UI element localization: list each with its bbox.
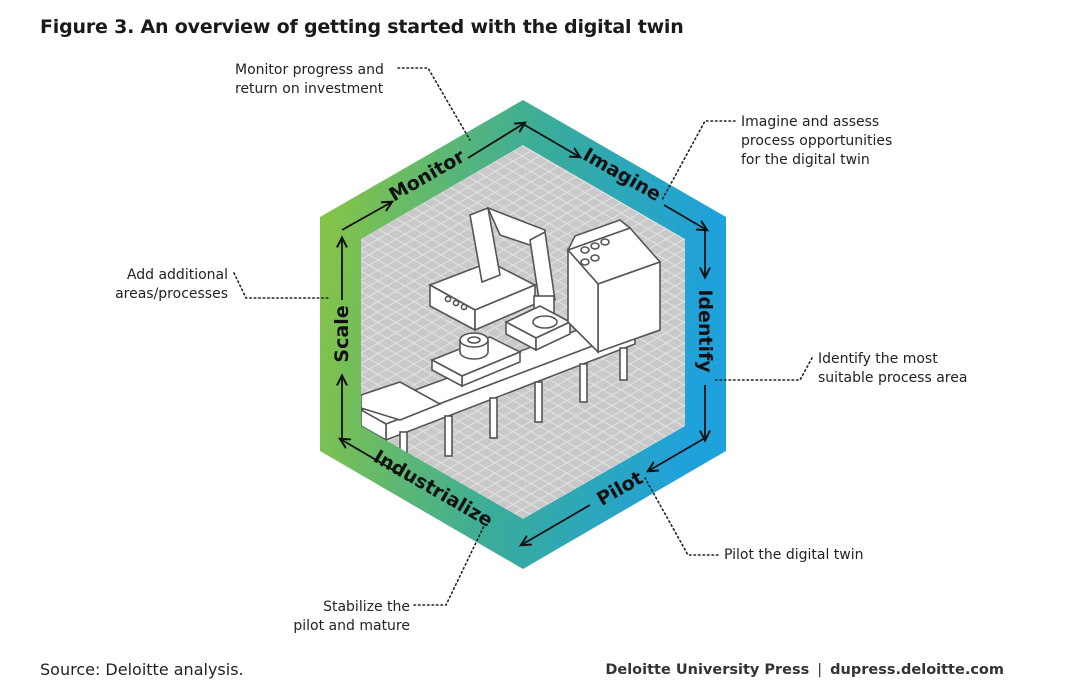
note-identify: Identify the most suitable process area (818, 350, 967, 388)
leader-lines (233, 67, 813, 606)
note-monitor-line-1: Monitor progress and (235, 62, 384, 78)
stage-identify: Identify (694, 289, 716, 373)
cycle-path (342, 124, 705, 544)
note-industrialize: Stabilize the pilot and mature (293, 598, 410, 636)
publisher-credit: Deloitte University Press | dupress.deloit… (605, 662, 1004, 678)
source-note: Source: Deloitte analysis. (40, 660, 244, 679)
note-imagine-line-2: process opportunities (741, 133, 893, 149)
robot-arm-icon (428, 206, 572, 352)
note-monitor-line-2: return on investment (235, 81, 384, 97)
note-pilot: Pilot the digital twin (724, 546, 864, 565)
publisher-url: dupress.deloitte.com (830, 662, 1004, 678)
note-scale-line-2: areas/processes (115, 286, 228, 302)
note-identify-line-1: Identify the most (818, 351, 938, 367)
figure-title: Figure 3. An overview of getting started… (40, 16, 684, 38)
note-identify-line-2: suitable process area (818, 370, 968, 386)
note-industrialize-line-1: Stabilize the (323, 599, 410, 615)
note-scale: Add additional areas/processes (115, 266, 228, 304)
note-monitor: Monitor progress and return on investmen… (235, 61, 384, 99)
note-industrialize-line-2: pilot and mature (293, 618, 410, 634)
note-imagine-line-3: for the digital twin (741, 152, 870, 168)
note-imagine: Imagine and assess process opportunities… (741, 113, 892, 170)
stage-scale: Scale (331, 305, 353, 362)
note-pilot-line-1: Pilot the digital twin (724, 547, 864, 563)
note-scale-line-1: Add additional (126, 267, 228, 283)
publisher-name: Deloitte University Press (605, 662, 810, 678)
footer-separator: | (817, 662, 823, 678)
control-panel-icon (566, 219, 662, 354)
note-imagine-line-1: Imagine and assess (741, 114, 880, 130)
